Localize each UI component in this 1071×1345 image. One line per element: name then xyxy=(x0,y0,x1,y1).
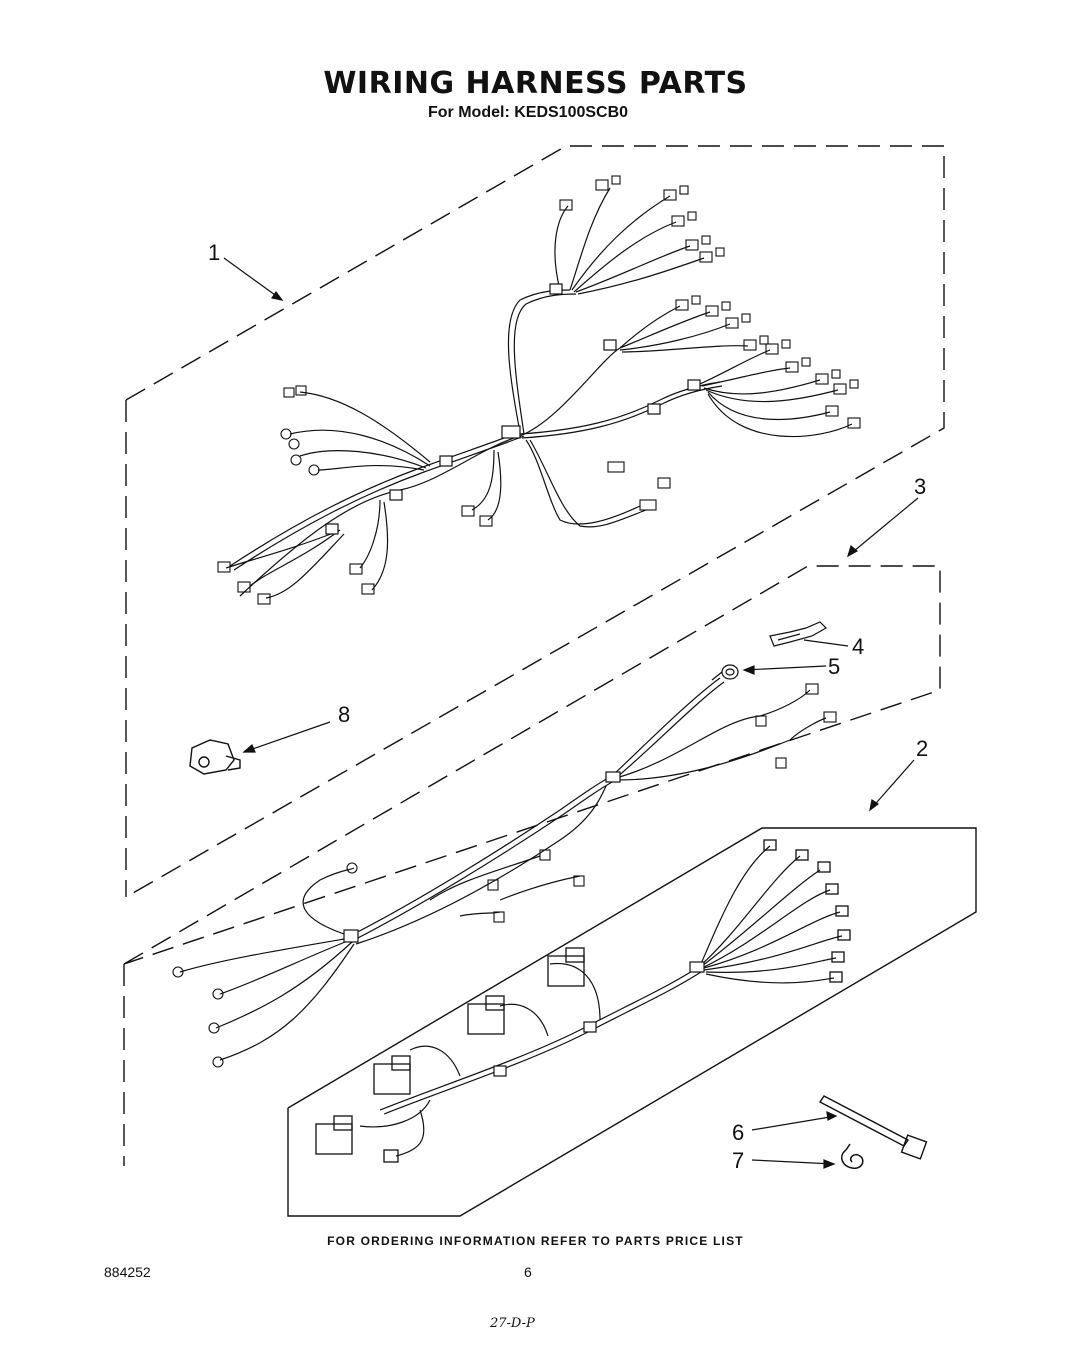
part-8-connector-block[interactable] xyxy=(189,739,241,775)
harness-1-terminals xyxy=(217,175,861,605)
part-6-cable-tie[interactable] xyxy=(818,1095,928,1160)
callout-4: 4 xyxy=(852,634,864,659)
page-number: 6 xyxy=(524,1264,532,1280)
callout-5: 5 xyxy=(828,654,840,679)
callout-2: 2 xyxy=(916,736,928,761)
callout-leaders xyxy=(223,257,919,1169)
wiring-harness-1[interactable] xyxy=(225,187,853,599)
part-5-grommet[interactable] xyxy=(711,664,739,681)
wiring-harness-2[interactable] xyxy=(359,845,843,1157)
wiring-harness-3[interactable] xyxy=(179,677,827,1061)
group-boundary-harness-2 xyxy=(287,827,977,1217)
handwritten-note: 27-D-P xyxy=(490,1316,535,1331)
document-number: 884252 xyxy=(104,1264,151,1280)
callout-1: 1 xyxy=(208,240,220,265)
callout-6: 6 xyxy=(732,1120,744,1145)
model-subtitle: For Model: KEDS100SCB0 xyxy=(428,104,629,121)
callout-8: 8 xyxy=(338,702,350,727)
ordering-info-note: FOR ORDERING INFORMATION REFER TO PARTS … xyxy=(327,1234,744,1248)
part-7-wire-clip[interactable] xyxy=(841,1143,864,1169)
group-boundary-harness-3 xyxy=(123,565,941,1166)
callout-7: 7 xyxy=(732,1148,744,1173)
page-title: WIRING HARNESS PARTS xyxy=(323,66,748,101)
part-4-terminal[interactable] xyxy=(769,621,827,647)
group-boundary-harness-1 xyxy=(125,145,945,898)
harness-2-connectors xyxy=(315,839,851,1163)
harness-3-terminals xyxy=(172,683,837,1068)
callout-3: 3 xyxy=(914,474,926,499)
